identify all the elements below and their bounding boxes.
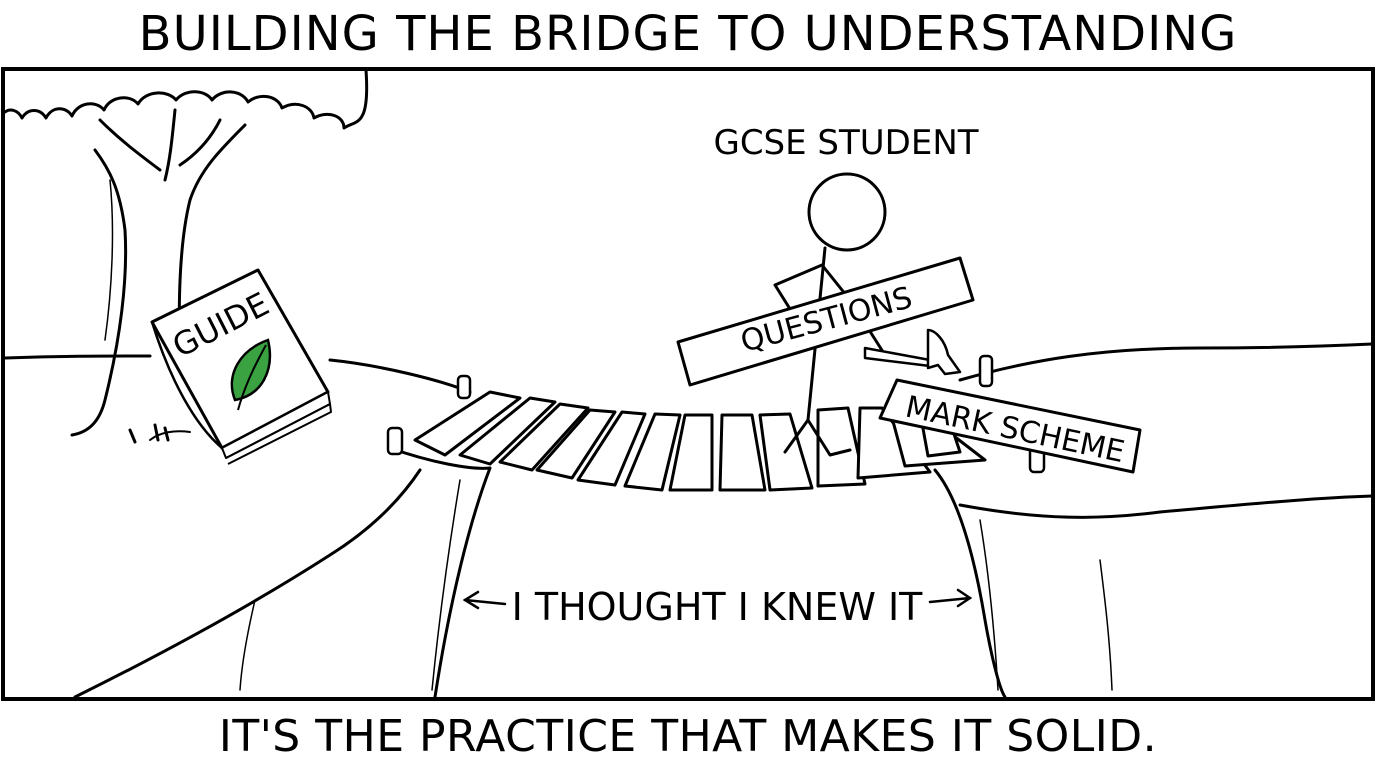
plank <box>458 396 557 466</box>
panel-frame <box>1 67 1375 701</box>
left-cliff-top <box>328 358 472 394</box>
mark-scheme-plank <box>878 378 1142 474</box>
comic-caption: IT'S THE PRACTICE THAT MAKES IT SOLID. <box>218 711 1158 762</box>
arrow-left-icon <box>462 590 507 610</box>
plank <box>718 413 767 492</box>
right-cliff-slope <box>958 494 1374 519</box>
bridge-posts <box>386 354 1046 474</box>
left-horizon <box>3 354 152 360</box>
arrow-right-icon <box>928 588 973 608</box>
right-horizon <box>958 342 1374 382</box>
plank <box>576 410 647 487</box>
questions-plank <box>676 256 975 387</box>
leaf-icon <box>230 338 272 411</box>
hammer-icon <box>863 328 962 376</box>
left-cliff-line <box>431 479 461 691</box>
right-cliff-edge <box>933 468 1007 699</box>
plank <box>413 390 522 457</box>
plank <box>498 402 590 472</box>
landscape <box>3 342 1374 699</box>
right-cliff-line <box>979 519 999 691</box>
right-cliff-line-2 <box>1099 559 1113 691</box>
plank <box>623 412 682 492</box>
left-cliff-line-2 <box>239 599 256 691</box>
left-cliff-slope <box>73 468 422 699</box>
comic-title: BUILDING THE BRIDGE TO UNDERSTANDING <box>138 6 1238 62</box>
plank <box>668 413 714 492</box>
gap-label: I THOUGHT I KNEW IT <box>512 585 924 629</box>
plank <box>535 408 617 480</box>
left-cliff-edge <box>388 446 492 699</box>
questions-label: QUESTIONS <box>737 280 916 359</box>
student-label: GCSE STUDENT <box>713 123 978 163</box>
